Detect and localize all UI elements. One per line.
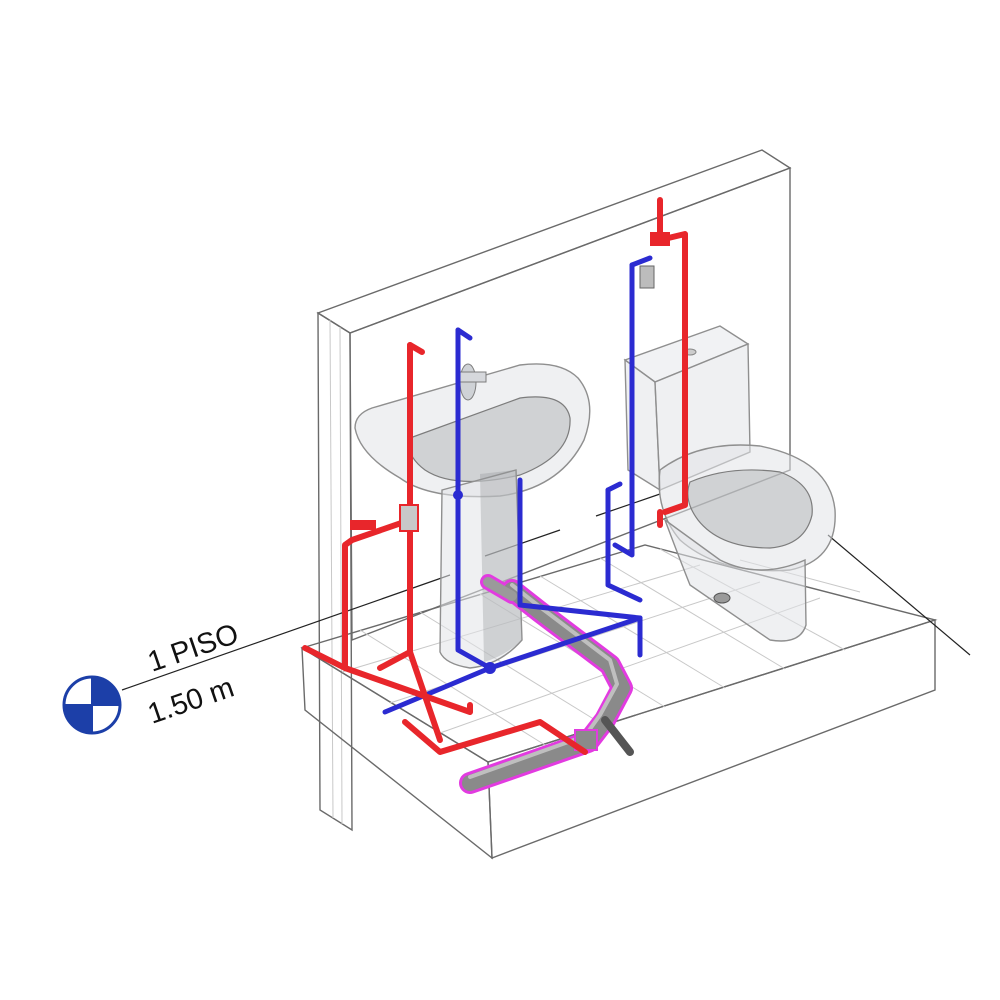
level-elevation: 1.50 m — [144, 671, 238, 730]
hot-water-piping — [302, 197, 688, 755]
level-datum-lines — [121, 493, 971, 691]
level-marker: 1 PISO 1.50 m — [62, 618, 243, 735]
level-marker-icon — [62, 675, 122, 735]
cold-water-piping — [382, 255, 655, 715]
level-name: 1 PISO — [144, 618, 243, 679]
washbasin — [354, 363, 591, 498]
washbasin-pedestal — [439, 469, 523, 669]
toilet-bowl — [658, 444, 836, 642]
